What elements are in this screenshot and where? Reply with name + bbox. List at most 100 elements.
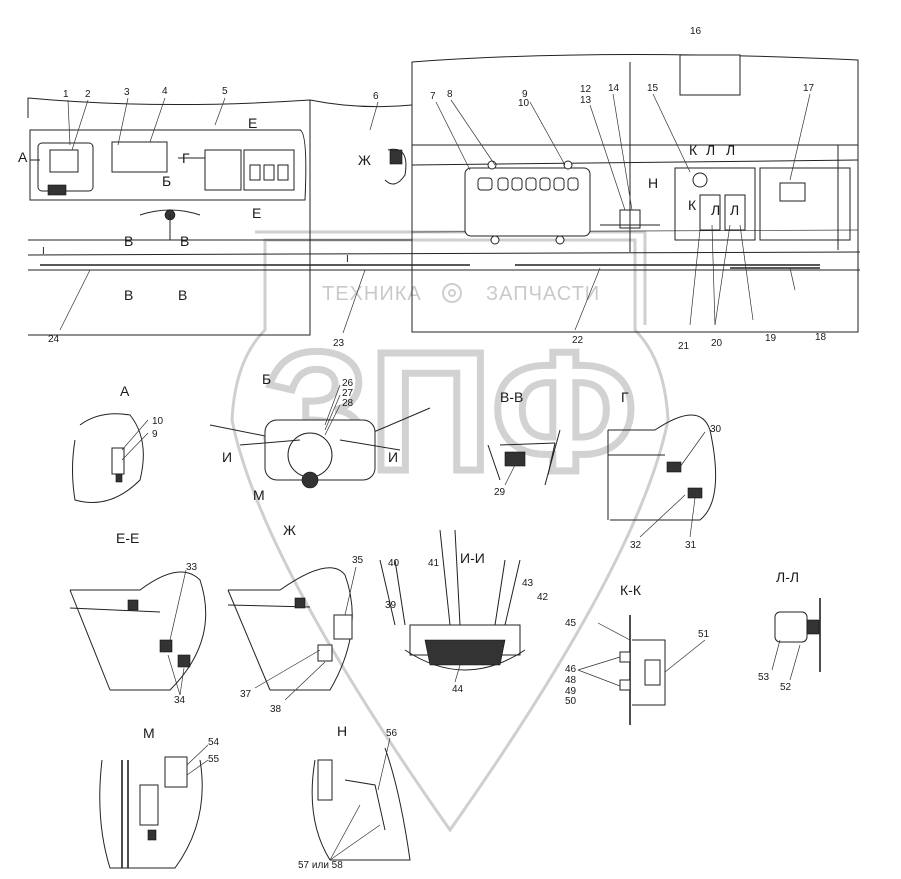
detail-LL-callout-52: 52	[780, 682, 792, 693]
detail-II-callout-41: 41	[428, 558, 440, 569]
detail-Zh-title: Ж	[283, 522, 296, 538]
callout-6: 6	[373, 91, 379, 102]
detail-EE-title: Е-Е	[116, 530, 139, 546]
callout-15: 15	[647, 83, 659, 94]
mark-N: Н	[648, 175, 658, 191]
detail-B-callout-28: 28	[342, 398, 354, 409]
detail-M-callout-54: 54	[208, 737, 220, 748]
detail-N: Н 56 57 или 58	[298, 723, 411, 871]
mark-K-top: К	[689, 142, 698, 158]
detail-II-callout-43: 43	[522, 578, 534, 589]
callout-10: 10	[518, 98, 530, 109]
mark-I-mid: I	[346, 254, 349, 265]
detail-KK-callout-46: 46	[565, 664, 577, 675]
watermark-left-text: ТЕХНИКА	[322, 283, 422, 305]
callout-14: 14	[608, 83, 620, 94]
detail-M-title: М	[143, 725, 155, 741]
callout-24: 24	[48, 334, 60, 345]
callout-1: 1	[63, 89, 69, 100]
overview-callouts: 1 2 3 4 5 6 7 8 9 10 12 13 14 15 16 17 1…	[48, 26, 827, 352]
callout-23: 23	[333, 338, 345, 349]
mark-I-left: I	[42, 246, 45, 257]
detail-EE-callout-33: 33	[186, 562, 198, 573]
watermark: ТЕХНИКА ЗАПЧАСТИ ЗПФ	[230, 230, 670, 833]
detail-VV: В-В 29	[487, 389, 561, 498]
detail-B-I-left: И	[222, 449, 232, 465]
detail-Zh-callout-37: 37	[240, 689, 252, 700]
detail-II-title: И-И	[460, 550, 485, 566]
detail-G-title: Г	[621, 389, 629, 405]
detail-II-callout-40: 40	[388, 558, 400, 569]
detail-M: М 54 55	[99, 725, 220, 869]
detail-B-title: Б	[262, 371, 271, 387]
detail-Zh-callout-38: 38	[270, 704, 282, 715]
detail-Zh-callout-35: 35	[352, 555, 364, 566]
detail-II-callout-39: 39	[385, 600, 397, 611]
detail-II: И-И 40 41 39 43 42 44	[379, 529, 549, 695]
mark-V-lower-left: В	[124, 287, 133, 303]
detail-G-callout-31: 31	[685, 540, 697, 551]
detail-LL: Л-Л 53 52	[758, 569, 821, 693]
detail-EE-callout-34: 34	[174, 695, 186, 706]
detail-KK: К-К 45 51 46 48 49 50	[565, 582, 710, 725]
mark-Zh: Ж	[358, 152, 371, 168]
detail-KK-callout-49: 49	[565, 686, 577, 697]
detail-LL-callout-53: 53	[758, 672, 770, 683]
callout-8: 8	[447, 89, 453, 100]
callout-3: 3	[124, 87, 130, 98]
mark-A: А	[18, 149, 28, 165]
mark-K-mid: К	[688, 197, 697, 213]
detail-A-title: А	[120, 383, 130, 399]
detail-EE: Е-Е 33 34	[69, 530, 207, 706]
detail-Zh: Ж 35 37 38	[227, 522, 364, 715]
gear-icon	[442, 283, 462, 303]
detail-VV-title: В-В	[500, 389, 523, 405]
detail-B-M: М	[253, 487, 265, 503]
detail-VV-callout-29: 29	[494, 487, 506, 498]
mark-B: Б	[162, 173, 171, 189]
detail-KK-callout-51: 51	[698, 629, 710, 640]
callout-22: 22	[572, 335, 584, 346]
detail-G: Г 30 32 31	[607, 389, 722, 551]
overview-section-marks: А Б В В В В Г Е Е Ж Н К Л Л К Л Л I I	[18, 115, 739, 303]
callout-5: 5	[222, 86, 228, 97]
mark-L-mid-1: Л	[711, 202, 720, 218]
mark-E-top: Е	[248, 115, 257, 131]
detail-M-callout-55: 55	[208, 754, 220, 765]
detail-KK-callout-48: 48	[565, 675, 577, 686]
callout-13: 13	[580, 95, 592, 106]
detail-A-callout-10: 10	[152, 416, 164, 427]
callout-18: 18	[815, 332, 827, 343]
mark-V-right: В	[180, 233, 189, 249]
callout-4: 4	[162, 86, 168, 97]
callout-20: 20	[711, 338, 723, 349]
mark-V-lower-right: В	[178, 287, 187, 303]
mark-E-bottom: Е	[252, 205, 261, 221]
detail-B-callout-27: 27	[342, 388, 354, 399]
watermark-right-text: ЗАПЧАСТИ	[486, 283, 600, 305]
detail-B-I-right: И	[388, 449, 398, 465]
callout-17: 17	[803, 83, 815, 94]
detail-N-callout-56: 56	[386, 728, 398, 739]
detail-N-title: Н	[337, 723, 347, 739]
detail-LL-title: Л-Л	[776, 569, 799, 585]
detail-A-callout-9: 9	[152, 429, 158, 440]
callout-2: 2	[85, 89, 91, 100]
detail-G-callout-30: 30	[710, 424, 722, 435]
callout-19: 19	[765, 333, 777, 344]
top-overview	[27, 53, 861, 336]
detail-KK-callout-45: 45	[565, 618, 577, 629]
detail-II-callout-42: 42	[537, 592, 549, 603]
detail-B: Б 26 27 28 И И М	[209, 371, 431, 503]
callout-21: 21	[678, 341, 690, 352]
detail-B-callout-26: 26	[342, 378, 354, 389]
detail-KK-callout-50: 50	[565, 696, 577, 707]
callout-9: 9	[522, 89, 528, 100]
detail-N-callout-57-58: 57 или 58	[298, 860, 343, 871]
callout-12: 12	[580, 84, 592, 95]
detail-A: А 10 9	[72, 383, 164, 503]
mark-L-top-2: Л	[726, 142, 735, 158]
mark-L-mid-2: Л	[730, 202, 739, 218]
detail-KK-title: К-К	[620, 582, 642, 598]
